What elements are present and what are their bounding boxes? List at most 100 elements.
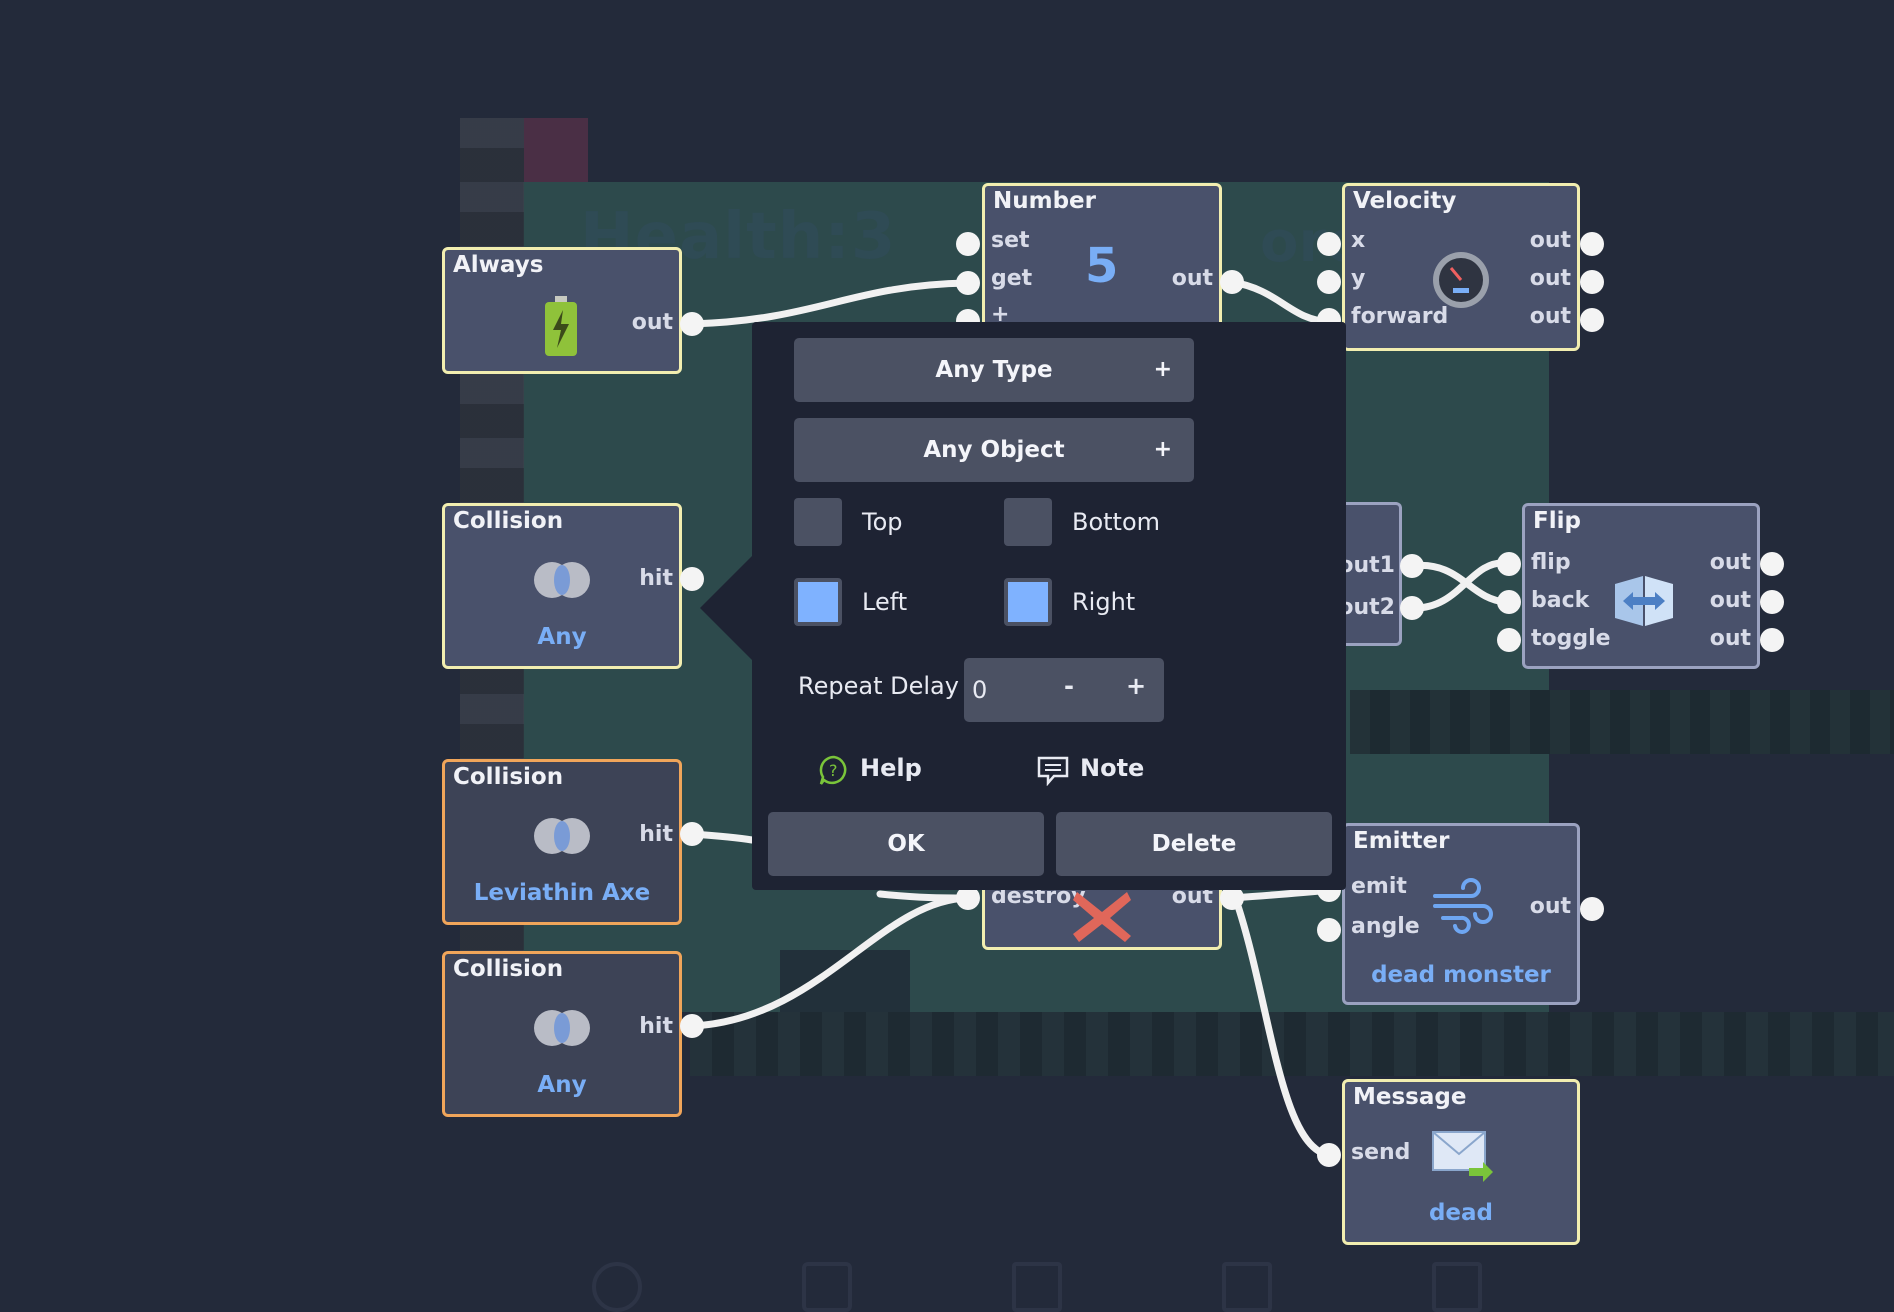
type-select-label: Any Type — [935, 357, 1053, 383]
collision-target: Leviathin Axe — [473, 880, 651, 906]
object-select-label: Any Object — [923, 437, 1065, 463]
checkbox-bottom[interactable] — [1004, 498, 1052, 546]
input-socket[interactable] — [1497, 552, 1521, 576]
tile-block — [524, 118, 588, 182]
output-socket[interactable] — [680, 312, 704, 336]
checkbox-right[interactable] — [1004, 578, 1052, 626]
port-out: out — [1529, 228, 1571, 253]
cube-icon[interactable] — [802, 1262, 852, 1312]
collision-node[interactable]: Collision hit Leviathin Axe — [442, 759, 682, 925]
input-socket[interactable] — [1497, 628, 1521, 652]
emitter-node[interactable]: Emitter emit angle out dead monster — [1342, 823, 1580, 1005]
ground-tiles — [690, 1012, 1894, 1076]
checkbox-bottom-label: Bottom — [1072, 508, 1161, 536]
type-select[interactable]: Any Type + — [794, 338, 1194, 402]
velocity-node[interactable]: Velocity x y forward out out out — [1342, 183, 1580, 351]
checkbox-right-label: Right — [1072, 588, 1136, 616]
layers-icon[interactable] — [1222, 1262, 1272, 1312]
port-toggle: toggle — [1531, 626, 1611, 651]
output-socket[interactable] — [1580, 270, 1604, 294]
overlap-circles-icon — [534, 1010, 590, 1046]
wire — [876, 890, 972, 902]
delete-button[interactable]: Delete — [1056, 812, 1332, 876]
input-socket[interactable] — [1317, 270, 1341, 294]
node-title: Velocity — [1353, 188, 1457, 214]
port-add: + — [991, 302, 1010, 327]
ok-button[interactable]: OK — [768, 812, 1044, 876]
note-icon — [1037, 756, 1069, 786]
plus-icon: + — [1153, 357, 1172, 382]
input-socket[interactable] — [1497, 590, 1521, 614]
port-get: get — [991, 266, 1033, 291]
wire — [1408, 559, 1510, 612]
port-out: out — [1709, 626, 1751, 651]
svg-text:?: ? — [829, 761, 838, 780]
output-socket[interactable] — [1400, 554, 1424, 578]
port-out: out — [1529, 304, 1571, 329]
port-x: x — [1351, 228, 1366, 253]
collision-target: Any — [537, 1072, 587, 1098]
collision-target: Any — [537, 624, 587, 650]
wire — [1408, 561, 1510, 606]
port-forward: forward — [1351, 304, 1449, 329]
dialog-pointer — [700, 552, 756, 664]
output-socket[interactable] — [1760, 628, 1784, 652]
decrement-button[interactable]: - — [1064, 672, 1074, 700]
collision-node[interactable]: Collision hit Any — [442, 951, 682, 1117]
object-select[interactable]: Any Object + — [794, 418, 1194, 482]
output-socket[interactable] — [1400, 596, 1424, 620]
flip-node[interactable]: Flip flip back toggle out out out — [1522, 503, 1760, 669]
plus-icon: + — [1153, 437, 1172, 462]
wire — [688, 894, 972, 1030]
repeat-delay-value[interactable]: 0 — [972, 676, 988, 704]
collision-settings-dialog: Any Type + Any Object + Top Bottom Left … — [752, 322, 1346, 890]
node-title: Always — [453, 252, 544, 278]
repeat-delay-label: Repeat Delay — [798, 672, 959, 700]
output-socket[interactable] — [680, 1014, 704, 1038]
output-socket[interactable] — [1220, 270, 1244, 294]
envelope-icon — [1432, 1131, 1493, 1182]
output-socket[interactable] — [1580, 308, 1604, 332]
node-title: Collision — [453, 764, 564, 790]
always-node[interactable]: Always out — [442, 247, 682, 374]
input-socket[interactable] — [956, 886, 980, 910]
port-send: send — [1351, 1140, 1411, 1165]
port-out: out — [1709, 588, 1751, 613]
input-socket[interactable] — [956, 271, 980, 295]
help-label: Help — [860, 754, 922, 782]
wind-icon — [1433, 878, 1493, 934]
port-flip: flip — [1531, 550, 1571, 575]
output-socket[interactable] — [680, 822, 704, 846]
repeat-delay-field[interactable]: 0 - + — [964, 658, 1164, 722]
help-icon: ? — [819, 755, 847, 785]
output-socket[interactable] — [1580, 232, 1604, 256]
sliders-icon[interactable] — [1432, 1262, 1482, 1312]
checkbox-top[interactable] — [794, 498, 842, 546]
play-icon[interactable] — [592, 1262, 642, 1312]
port-emit: emit — [1351, 874, 1407, 899]
output-socket[interactable] — [1580, 897, 1604, 921]
output-socket[interactable] — [1760, 590, 1784, 614]
ledge-tiles — [1350, 690, 1894, 754]
input-socket[interactable] — [1317, 918, 1341, 942]
wire — [688, 279, 972, 328]
output-socket[interactable] — [1760, 552, 1784, 576]
number-value[interactable]: 5 — [1085, 238, 1119, 294]
message-node[interactable]: Message send dead — [1342, 1079, 1580, 1245]
input-socket[interactable] — [1317, 1143, 1341, 1167]
checkbox-left[interactable] — [794, 578, 842, 626]
node-title: Emitter — [1353, 828, 1450, 854]
output-socket[interactable] — [1220, 886, 1244, 910]
node-title: Collision — [453, 508, 564, 534]
node-title: Flip — [1533, 508, 1581, 534]
input-socket[interactable] — [956, 232, 980, 256]
overlap-circles-icon — [534, 818, 590, 854]
port-out: out — [1171, 266, 1213, 291]
input-socket[interactable] — [1317, 232, 1341, 256]
increment-button[interactable]: + — [1126, 672, 1147, 700]
battery-icon — [545, 296, 577, 356]
image-icon[interactable] — [1012, 1262, 1062, 1312]
emitter-target: dead monster — [1371, 962, 1551, 988]
collision-node[interactable]: Collision hit Any — [442, 503, 682, 669]
